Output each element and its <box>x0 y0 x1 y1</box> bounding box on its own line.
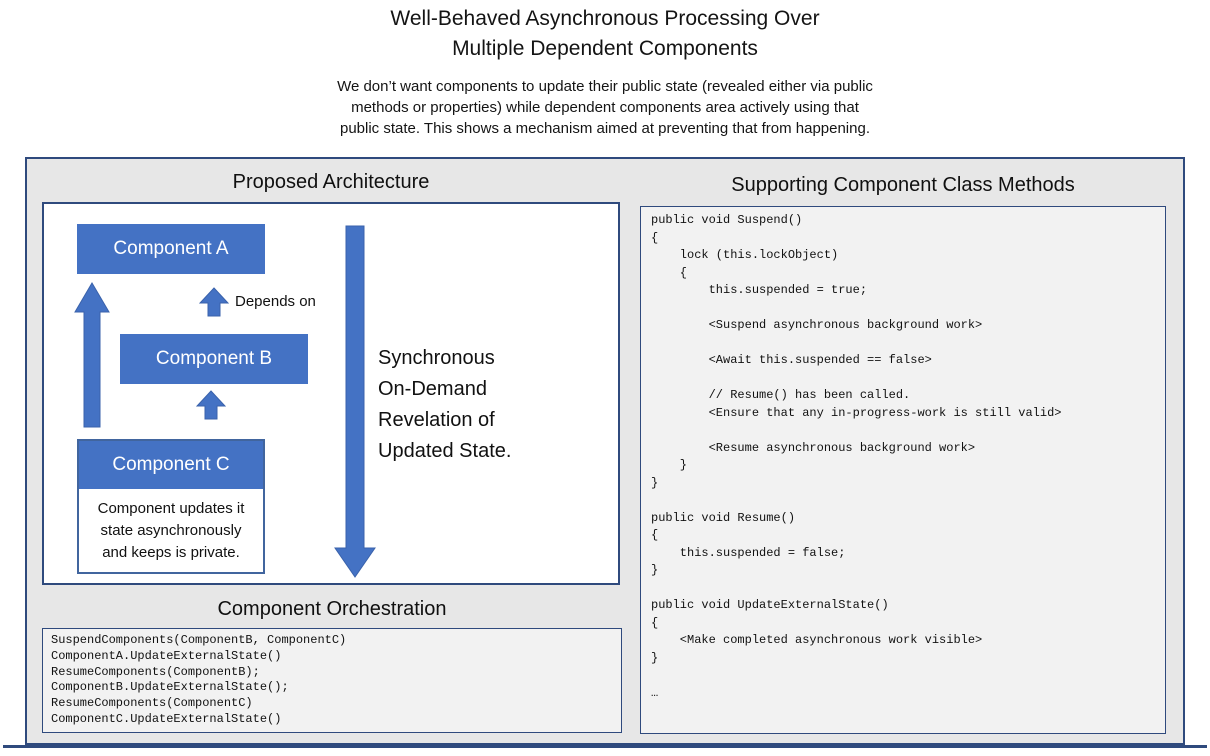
component-c-box: Component C Component updates it state a… <box>77 439 265 574</box>
architecture-diagram: Component A Component B Component C Comp… <box>42 202 620 585</box>
page-subtitle: We don’t want components to update their… <box>337 78 873 137</box>
component-a-label: Component A <box>113 238 229 259</box>
depends-on-up-arrow-icon <box>199 287 229 317</box>
up-arrow-b-icon <box>196 390 226 420</box>
bottom-divider <box>3 745 1207 748</box>
supporting-methods-heading: Supporting Component Class Methods <box>731 174 1075 196</box>
main-panel: Proposed Architecture Component A Compon… <box>25 157 1185 745</box>
component-c-header: Component C <box>79 441 263 489</box>
component-a-box: Component A <box>77 224 265 274</box>
component-orchestration-heading: Component Orchestration <box>217 598 447 620</box>
page-title: Well-Behaved Asynchronous Processing Ove… <box>390 7 820 60</box>
sync-revelation-text: Synchronous On-Demand Revelation of Upda… <box>378 347 512 462</box>
down-arrow-icon <box>334 225 376 578</box>
orchestration-code-block: SuspendComponents(ComponentB, ComponentC… <box>42 628 622 733</box>
component-c-note: Component updates it state asynchronousl… <box>97 499 245 561</box>
methods-code-block: public void Suspend() { lock (this.lockO… <box>640 206 1166 734</box>
component-c-label: Component C <box>112 454 230 475</box>
depends-on-label: Depends on <box>235 293 316 310</box>
component-b-box: Component B <box>120 334 308 384</box>
proposed-architecture-heading: Proposed Architecture <box>232 171 430 193</box>
component-b-label: Component B <box>155 348 273 369</box>
up-arrow-left-icon <box>74 282 110 428</box>
